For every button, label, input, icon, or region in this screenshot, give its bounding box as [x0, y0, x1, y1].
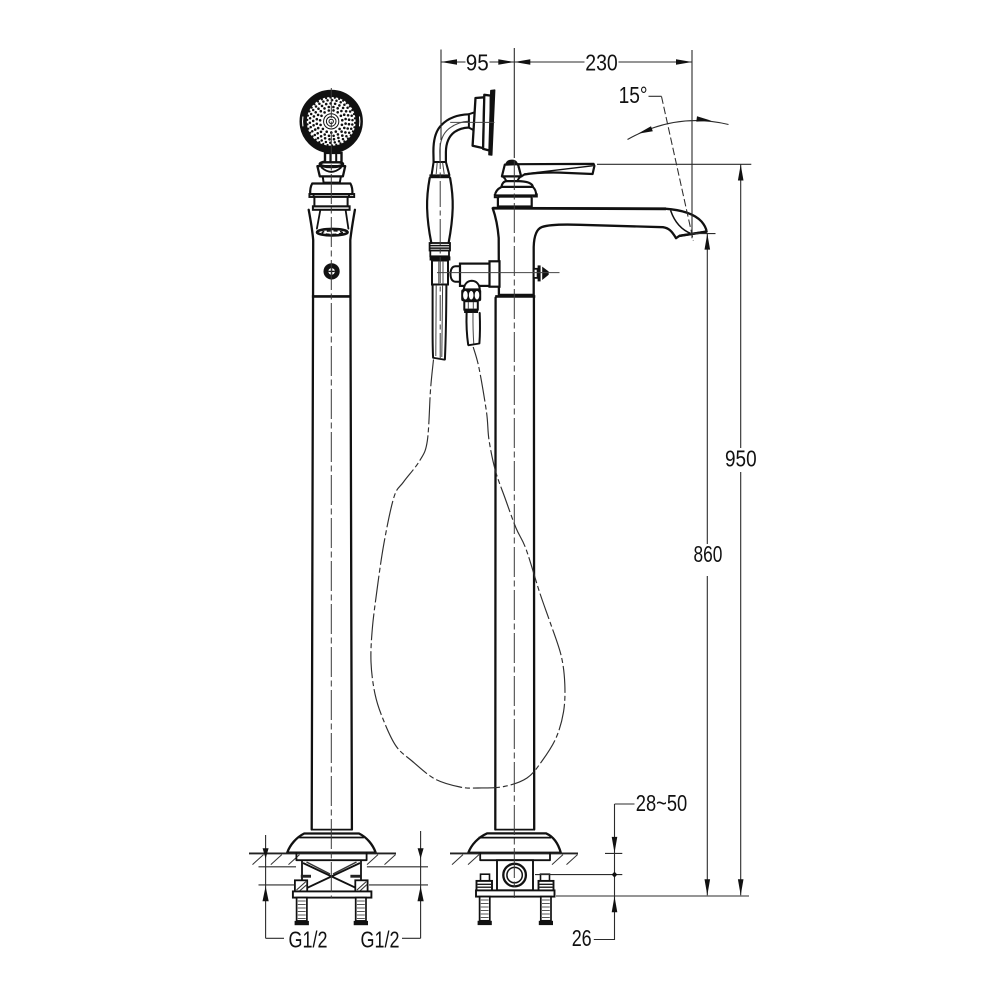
svg-text:G1/2: G1/2: [361, 927, 400, 953]
svg-text:26: 26: [572, 925, 592, 951]
svg-text:15°: 15°: [619, 82, 648, 108]
svg-text:860: 860: [693, 541, 722, 567]
svg-text:230: 230: [585, 50, 618, 76]
svg-text:G1/2: G1/2: [289, 927, 328, 953]
svg-text:95: 95: [466, 50, 489, 76]
svg-text:28~50: 28~50: [636, 790, 688, 816]
svg-text:950: 950: [725, 446, 757, 472]
